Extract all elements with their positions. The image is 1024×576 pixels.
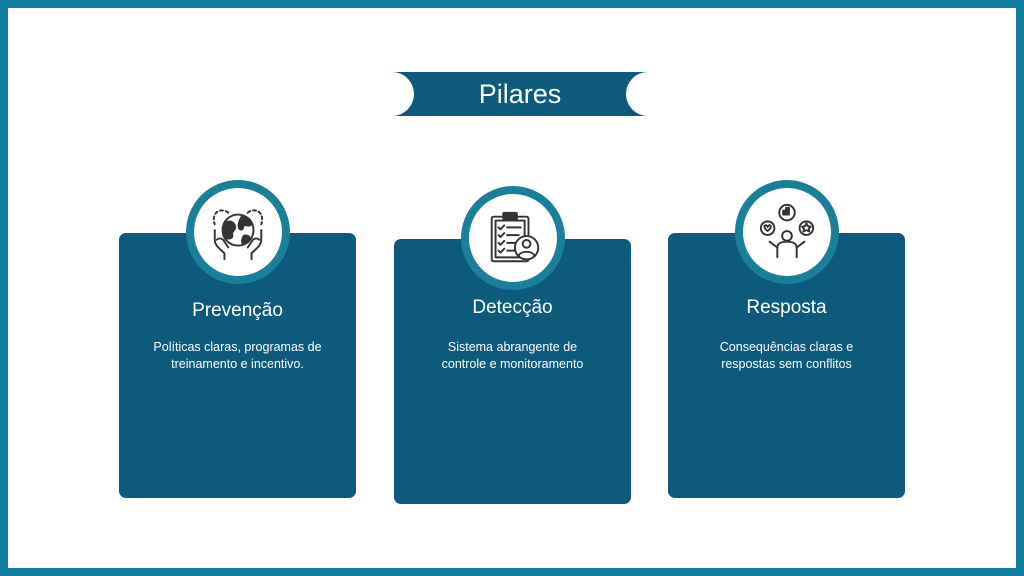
page-title: Pilares: [478, 79, 562, 109]
card-description: Políticas claras, programas de treinamen…: [153, 340, 322, 371]
card-deteccao: Detecção Sistema abrangente de controle …: [394, 186, 631, 504]
card-prevencao: Prevenção Políticas claras, programas de…: [119, 180, 356, 498]
icon-ring: [460, 186, 565, 290]
banner-notch-right: [626, 72, 670, 116]
title-banner: Pilares: [370, 72, 670, 116]
globe-hands-icon: [212, 209, 263, 261]
person-feedback-icon: [759, 203, 814, 259]
card-description: Consequências claras e respostas sem con…: [719, 340, 854, 371]
card-title: Prevenção: [192, 300, 283, 321]
card-description: Sistema abrangente de controle e monitor…: [441, 340, 584, 371]
icon-ring: [734, 180, 839, 284]
clipboard-user-icon: [490, 211, 539, 263]
card-resposta: Resposta Consequências claras e resposta…: [668, 180, 905, 498]
card-title: Resposta: [746, 297, 827, 318]
banner-notch-left: [370, 72, 414, 116]
card-title: Detecção: [472, 297, 553, 318]
icon-ring: [185, 180, 290, 284]
